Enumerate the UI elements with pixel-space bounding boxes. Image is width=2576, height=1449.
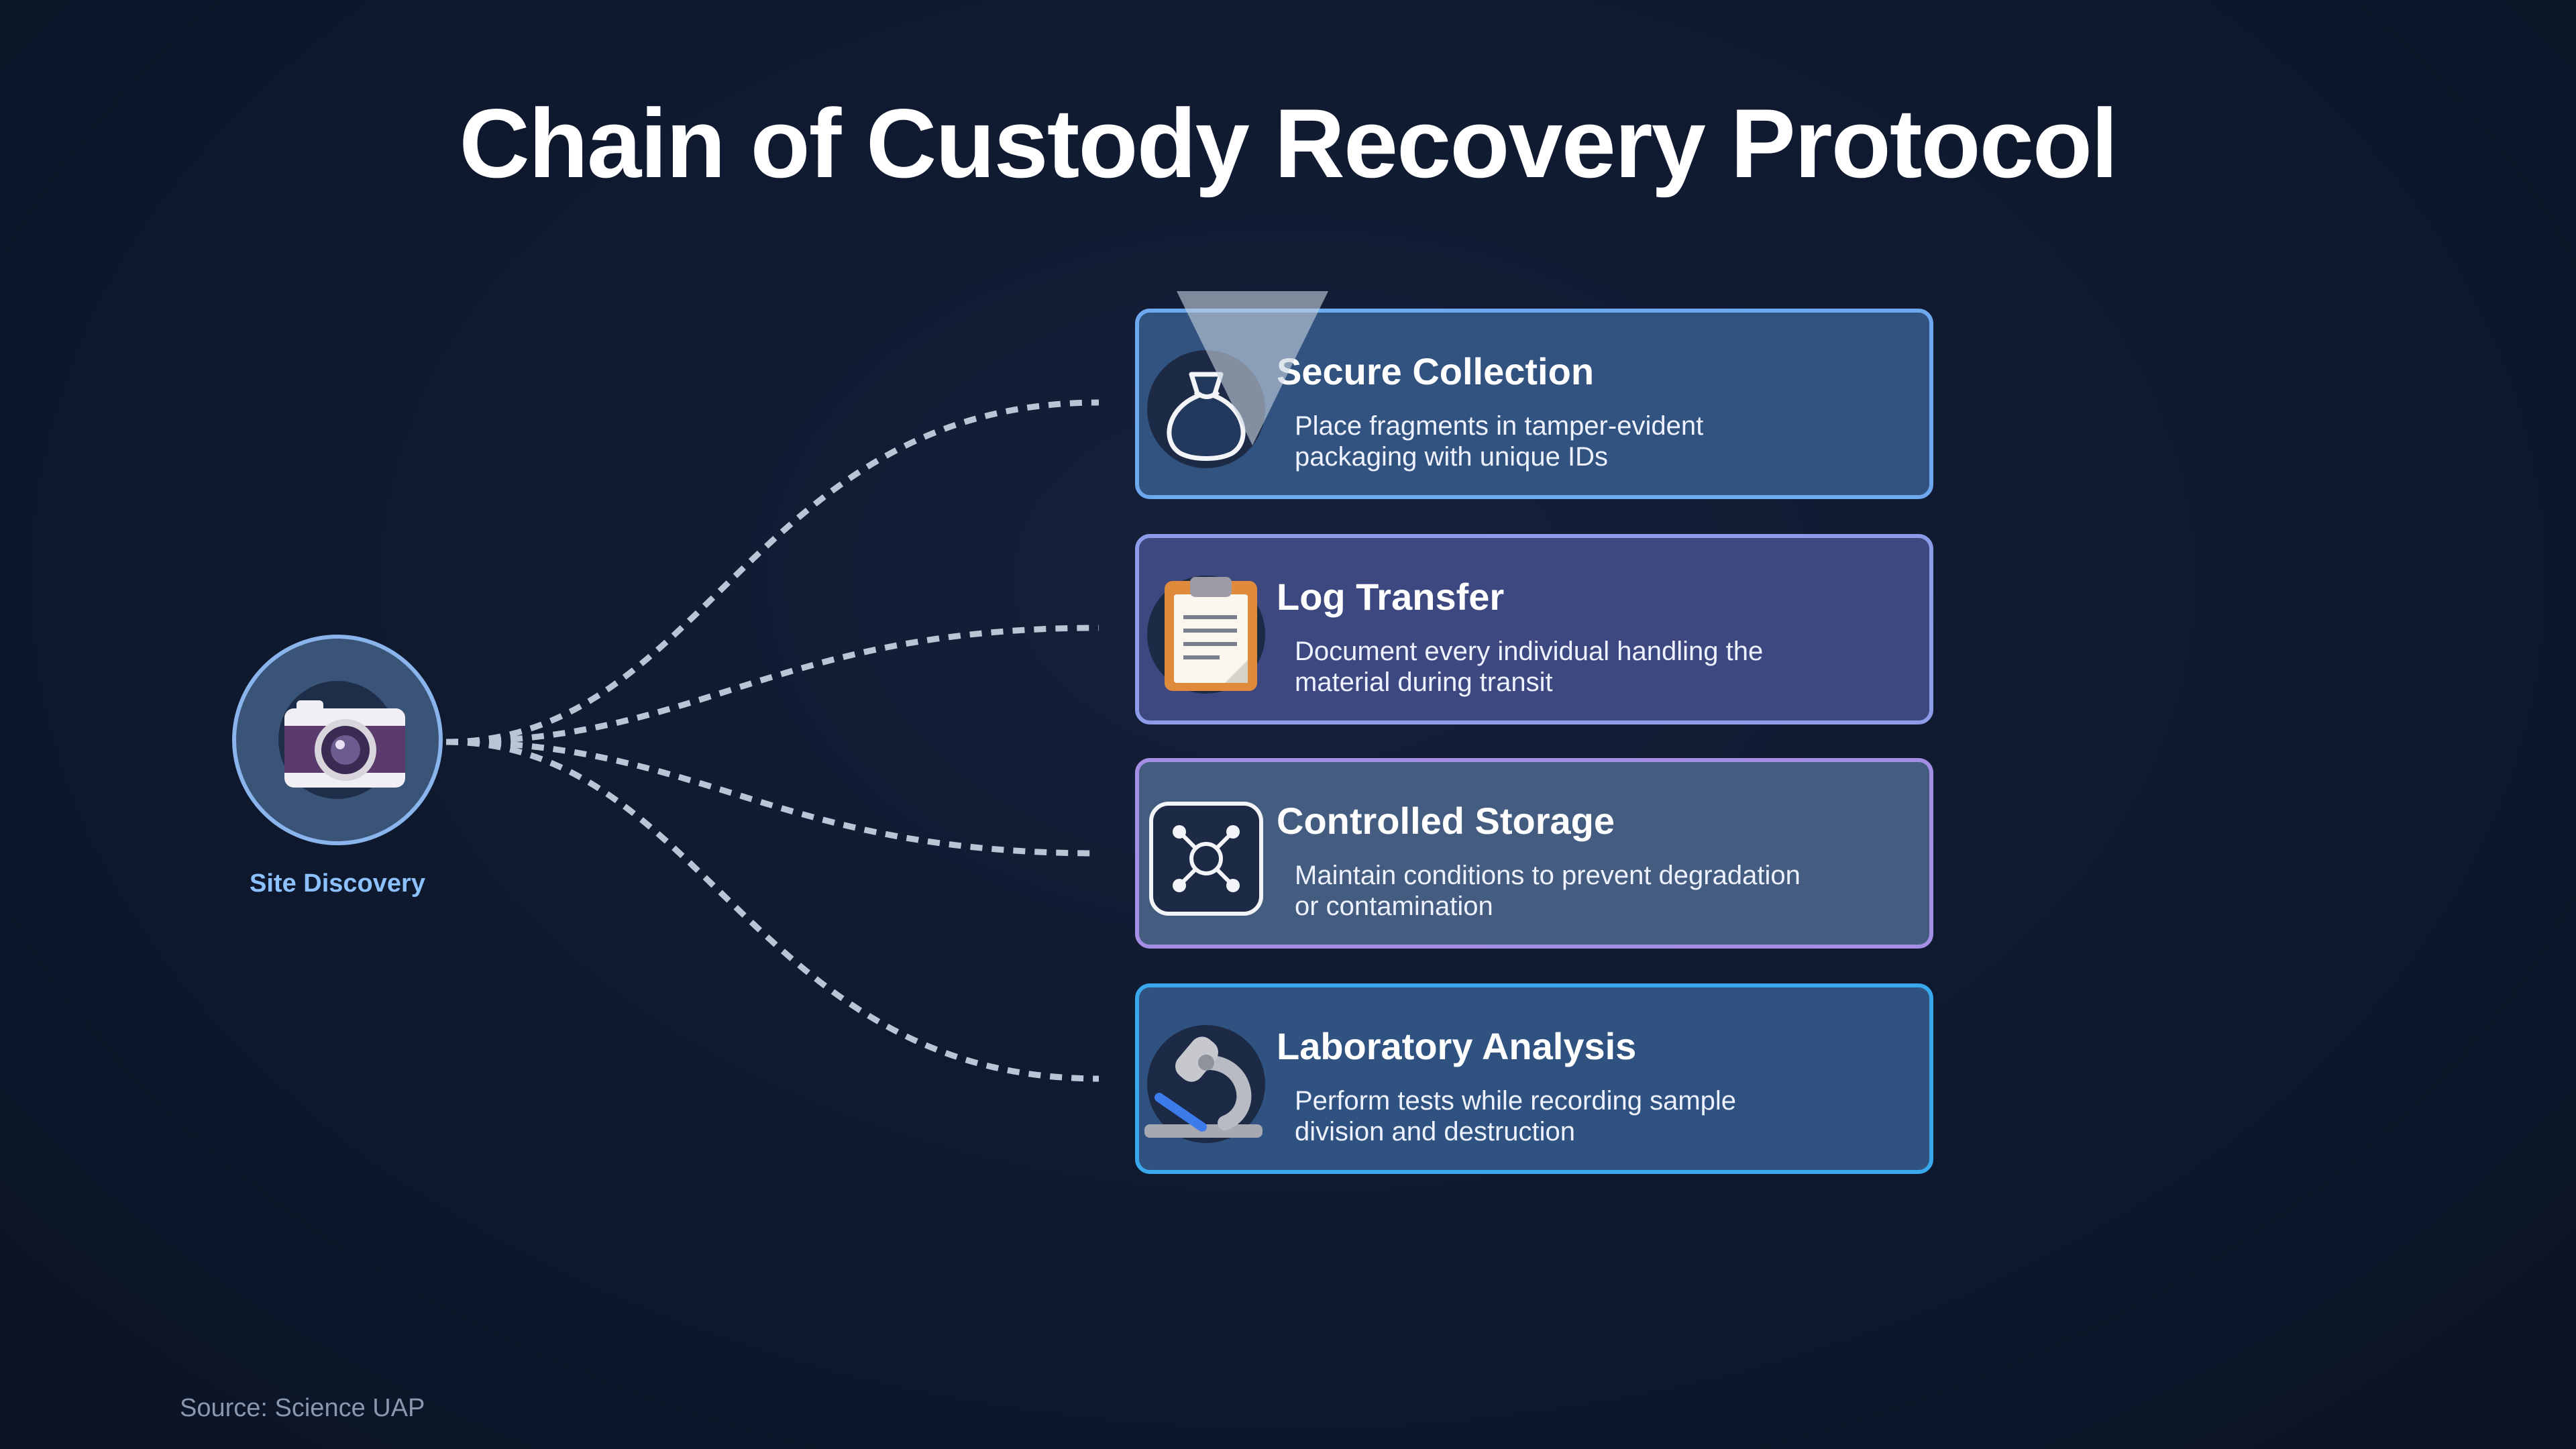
step-title: Log Transfer [1277,576,1505,618]
microscope-icon [1144,1022,1268,1146]
step-description: Document every individual handling the m… [1295,637,1764,697]
funnel-marker [1177,291,1328,445]
page-title: Chain of Custody Recovery Protocol [459,89,2118,198]
step-card-log-transfer[interactable]: Log Transfer Document every individual h… [1135,534,1933,724]
camera-icon [278,681,405,799]
network-node-icon [1144,797,1268,920]
hub-label: Site Discovery [250,869,425,898]
site-discovery-node[interactable] [232,635,443,845]
step-title: Secure Collection [1277,350,1595,392]
step-card-controlled-storage[interactable]: Controlled Storage Maintain conditions t… [1135,758,1933,949]
connector-line-1 [445,399,1099,745]
step-card-laboratory-analysis[interactable]: Laboratory Analysis Perform tests while … [1135,983,1933,1174]
connector-line-4 [445,739,1099,1082]
source-note: Source: Science UAP [180,1394,425,1422]
step-title: Laboratory Analysis [1277,1025,1637,1067]
step-description: Place fragments in tamper-evident packag… [1295,411,1704,472]
step-description: Maintain conditions to prevent degradati… [1295,861,1801,921]
step-title: Controlled Storage [1277,800,1615,842]
step-description: Perform tests while recording sample div… [1295,1086,1737,1146]
connector-line-3 [445,739,1099,857]
clipboard-icon [1144,573,1268,696]
connector-line-2 [445,625,1099,745]
